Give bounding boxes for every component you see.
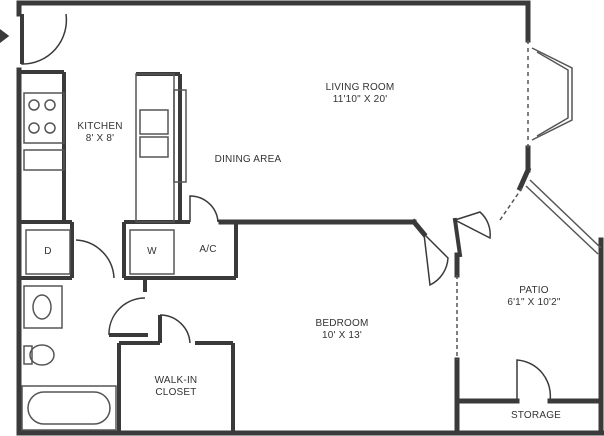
patio-diagonal-edge-inner (525, 185, 599, 255)
patio-slider-dashed (499, 187, 523, 221)
bay-window (527, 40, 573, 148)
storage-label: STORAGE (496, 410, 576, 422)
kitchen-label: KITCHEN 8' X 8' (70, 121, 130, 145)
bedroom-dims: 10' X 13' (321, 330, 363, 341)
bedroom-label: BEDROOM 10' X 13' (292, 318, 392, 342)
bedroom-name: BEDROOM (315, 318, 369, 329)
toilet-tank (23, 345, 33, 365)
storage-door-swing (516, 359, 552, 402)
sink-right (139, 136, 169, 158)
bath-door-swing (108, 297, 146, 336)
burner-icon (28, 99, 40, 111)
counter (23, 149, 65, 171)
wall-bedroom-corner (410, 218, 428, 238)
dryer-name: D (44, 246, 52, 257)
vanity (23, 285, 63, 329)
ac-door-swing (189, 195, 219, 223)
kitchen-name: KITCHEN (77, 121, 123, 132)
toilet-icon (29, 344, 55, 366)
bath-fixtures (21, 229, 175, 431)
patio-dims: 6'1" X 10'2" (507, 297, 561, 308)
kitchen-dims: 8' X 8' (85, 133, 115, 144)
entry-arrow-icon (0, 29, 10, 43)
sink-left (139, 109, 169, 135)
breakfast-bar (173, 89, 187, 183)
patio-door-swing (453, 211, 491, 240)
wall-diagonal-stub (516, 166, 532, 192)
bathtub-basin (27, 391, 111, 425)
dryer-box (25, 229, 71, 275)
wall-patio-stub (452, 217, 463, 258)
exterior-walls (16, 0, 604, 436)
doors (0, 13, 552, 402)
bathtub (21, 385, 117, 431)
sink-icon (32, 294, 52, 320)
closet-name-line1: WALK-IN (154, 375, 198, 386)
ac-name: A/C (199, 244, 217, 255)
dining-area-name: DINING AREA (214, 154, 282, 165)
washer-label: W (138, 246, 166, 258)
burner-icon (28, 122, 40, 134)
bay-window-inner (536, 51, 569, 137)
bay-window-outline (531, 47, 573, 141)
washer-box (129, 229, 175, 275)
entry-door-swing (21, 13, 68, 65)
living-room-label: LIVING ROOM 11'10" X 20' (300, 82, 420, 106)
closet-door-swing (159, 314, 191, 344)
dryer-label: D (34, 246, 62, 258)
ac-label: A/C (190, 244, 226, 256)
storage-name: STORAGE (510, 410, 562, 421)
dining-area-label: DINING AREA (200, 154, 296, 166)
patio-diagonal-edge (529, 179, 602, 249)
patio-name: PATIO (519, 285, 549, 296)
walk-in-closet-label: WALK-IN CLOSET (136, 375, 216, 399)
washer-name: W (147, 246, 157, 257)
burner-icon (44, 99, 56, 111)
living-room-dims: 11'10" X 20' (332, 94, 388, 105)
closet-name-line2: CLOSET (155, 387, 197, 398)
patio-openings (456, 179, 602, 360)
kitchen-fixtures (23, 73, 187, 223)
burner-icon (44, 122, 56, 134)
bedroom-door-swing (423, 231, 449, 287)
laundry-door-swing (75, 239, 115, 279)
living-room-name: LIVING ROOM (325, 82, 395, 93)
patio-label: PATIO 6'1" X 10'2" (484, 285, 584, 309)
stove (23, 92, 65, 144)
